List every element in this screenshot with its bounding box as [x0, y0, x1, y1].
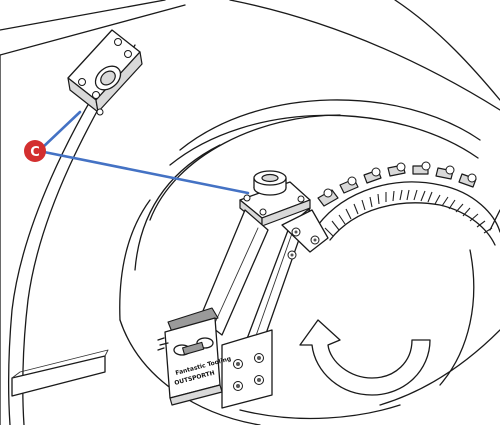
ring-gear [317, 161, 500, 246]
drive-head: Fantastic Tooling OUTSPORTH [157, 307, 232, 406]
callout-badge: C [24, 140, 46, 162]
chain-links [317, 161, 477, 207]
machine-body [119, 0, 500, 425]
callout-circle-icon [24, 140, 46, 162]
mount-bracket [199, 170, 329, 409]
gear-teeth [324, 189, 493, 237]
base-plate [11, 349, 109, 397]
callout-letter: C [30, 145, 40, 160]
detached-mount-plate [67, 29, 143, 116]
rotation-arrow-icon [299, 319, 431, 396]
callout-leaders [40, 110, 250, 195]
